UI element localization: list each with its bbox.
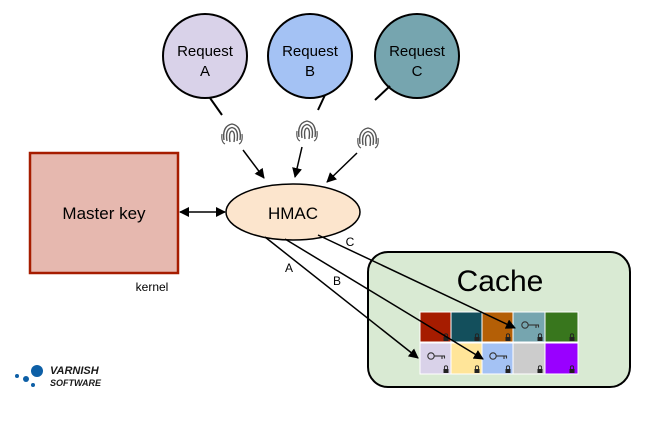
arrow-label-b: B	[333, 274, 341, 288]
arrow-label-c: C	[346, 235, 355, 249]
fingerprint-a-icon	[221, 123, 243, 145]
cache-cell	[481, 342, 514, 375]
request-a-label: Request	[177, 43, 234, 60]
arrow-request-c-to-hmac	[326, 152, 358, 183]
hmac-ellipse	[225, 183, 361, 241]
connector-request-a	[209, 97, 223, 116]
arrow-hmac-to-cache-a	[264, 236, 419, 359]
request-a-circle	[162, 13, 248, 99]
arrow-hmac-to-cache-b	[284, 238, 484, 360]
hmac-label: HMAC	[268, 204, 318, 223]
cache-grid	[419, 311, 579, 375]
request-b-letter: B	[305, 63, 315, 80]
arrow-request-a-to-hmac	[242, 149, 265, 179]
logo-dot-tiny	[31, 383, 35, 387]
logo-dot-medium	[23, 376, 29, 382]
request-c: Request C	[374, 13, 460, 99]
logo-dot-small	[15, 374, 19, 378]
arrow-label-a: A	[285, 261, 293, 275]
request-a-letter: A	[200, 63, 210, 80]
cache-title: Cache	[457, 265, 544, 298]
fingerprint-b-icon	[296, 120, 318, 142]
request-b: Request B	[267, 13, 353, 99]
master-key-label: Master key	[62, 204, 146, 223]
logo-text-line1: VARNISH	[50, 365, 100, 377]
connector-request-b	[317, 94, 326, 111]
arrow-hmac-to-cache-c	[317, 234, 516, 329]
master-key-box	[28, 151, 180, 275]
kernel-label: kernel	[136, 280, 169, 294]
request-c-letter: C	[412, 63, 423, 80]
request-b-label: Request	[282, 43, 339, 60]
logo-text-line2: SOFTWARE	[50, 378, 102, 388]
cache-cell	[544, 311, 579, 343]
cache-cell	[512, 342, 546, 375]
logo-dot-large	[31, 365, 43, 377]
request-a: Request A	[162, 13, 248, 99]
arrow-request-b-to-hmac	[292, 146, 303, 178]
request-c-label: Request	[389, 43, 446, 60]
connector-request-c	[374, 85, 391, 101]
request-b-circle	[267, 13, 353, 99]
cache-cell	[419, 342, 452, 375]
request-c-circle	[374, 13, 460, 99]
cache-cell	[544, 342, 579, 375]
varnish-logo: VARNISH SOFTWARE	[15, 365, 102, 388]
fingerprint-c-icon	[357, 127, 379, 149]
